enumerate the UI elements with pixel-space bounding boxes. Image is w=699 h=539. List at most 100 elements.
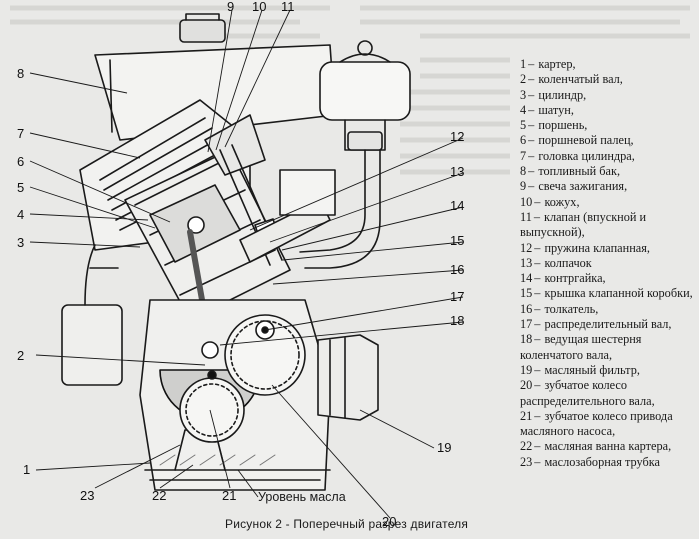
legend-item: 4–шатун,	[520, 103, 698, 118]
legend-item-text: поршневой палец,	[538, 133, 634, 148]
legend-item-number: 18	[520, 332, 533, 347]
legend-item-dash: –	[534, 332, 541, 347]
legend-item-dash: –	[534, 271, 541, 286]
legend-item: 9–свеча зажигания,	[520, 179, 698, 194]
legend-item-dash: –	[533, 209, 540, 224]
legend-item: 1–картер,	[520, 57, 698, 72]
legend-item: 20–зубчатое колесо распределительного ва…	[520, 378, 698, 409]
legend-item-text: масляный фильтр,	[544, 362, 640, 377]
legend-item-number: 4	[520, 102, 527, 117]
legend-item-text: клапан (впускной и выпускной),	[520, 209, 647, 240]
legend-item-text: контргайка,	[544, 271, 606, 286]
legend-item: 23–маслозаборная трубка	[520, 455, 698, 470]
legend-item: 17–распределительный вал,	[520, 317, 698, 332]
legend-item-number: 23	[520, 454, 533, 469]
legend-item-text: толкатель,	[544, 301, 599, 316]
legend-item: 19–масляный фильтр,	[520, 363, 698, 378]
air-filter	[319, 40, 411, 151]
legend-item: 15–крышка клапанной коробки,	[520, 286, 698, 301]
callout-12: 12	[450, 129, 465, 144]
legend-item-text: свеча зажигания,	[538, 179, 628, 194]
callout-4: 4	[17, 207, 25, 222]
callout-6: 6	[17, 154, 25, 169]
camshaft-gear	[224, 314, 306, 396]
valve-train	[204, 114, 336, 266]
legend-item-dash: –	[528, 57, 535, 71]
legend-item-dash: –	[528, 179, 535, 194]
legend-item-number: 16	[520, 301, 533, 316]
legend-item-number: 14	[520, 271, 533, 286]
legend-item-text: колпачок	[544, 255, 592, 270]
legend-item-number: 15	[520, 286, 533, 301]
legend-item: 21–зубчатое колесо привода масляного нас…	[520, 409, 698, 440]
legend-item-number: 20	[520, 378, 533, 393]
legend-item-dash: –	[534, 255, 541, 270]
legend-item-dash: –	[528, 87, 535, 102]
legend-item-number: 10	[520, 194, 533, 209]
legend-item-number: 6	[520, 133, 527, 148]
intake-pipe	[299, 149, 366, 253]
callout-23: 23	[80, 488, 95, 503]
legend-item: 22–масляная ванна картера,	[520, 439, 698, 454]
legend-item: 10–кожух,	[520, 195, 698, 210]
legend-item-dash: –	[528, 164, 535, 179]
legend-item-text: зубчатое колесо привода масляного насоса…	[520, 408, 673, 439]
legend-item: 7–головка цилиндра,	[520, 149, 698, 164]
callout-1: 1	[23, 462, 31, 477]
legend-item-dash: –	[528, 148, 535, 163]
callout-13: 13	[450, 164, 465, 179]
callout-7: 7	[17, 126, 25, 141]
side-housing	[61, 244, 123, 386]
callout-15: 15	[450, 233, 465, 248]
legend-item-number: 21	[520, 408, 533, 423]
legend-item-dash: –	[534, 301, 541, 316]
legend-item-dash: –	[528, 118, 535, 133]
legend-item: 5–поршень,	[520, 118, 698, 133]
legend-item-text: топливный бак,	[538, 164, 621, 179]
legend-item: 12–пружина клапанная,	[520, 241, 698, 256]
callout-22: 22	[152, 488, 167, 503]
callout-11: 11	[281, 0, 295, 14]
legend-item: 3–цилиндр,	[520, 88, 698, 103]
legend-item-text: ведущая шестерня коленчатого вала,	[520, 332, 642, 362]
legend-item-text: кожух,	[544, 194, 580, 209]
legend-item-dash: –	[528, 102, 535, 117]
legend-item-text: шатун,	[538, 102, 574, 117]
oil-level-label: Уровень масла	[258, 490, 346, 504]
legend-item-dash: –	[534, 378, 541, 393]
legend-item: 6–поршневой палец,	[520, 133, 698, 148]
legend-item-number: 8	[520, 164, 527, 179]
oil-filter-housing	[317, 334, 379, 421]
legend-item-text: зубчатое колесо распределительного вала,	[520, 378, 655, 408]
legend-item: 18–ведущая шестерня коленчатого вала,	[520, 332, 698, 363]
legend-item: 2–коленчатый вал,	[520, 72, 698, 87]
callout-3: 3	[17, 235, 25, 250]
callout-20: 20	[382, 514, 397, 529]
legend-item-text: головка цилиндра,	[538, 148, 635, 163]
legend-item-number: 3	[520, 87, 527, 102]
legend-item-dash: –	[534, 317, 541, 332]
legend-item-text: коленчатый вал,	[538, 72, 623, 87]
legend-item-text: крышка клапанной коробки,	[544, 286, 693, 301]
callout-leader-lines	[29, 9, 464, 519]
oil-pump-gear	[179, 370, 245, 443]
callout-16: 16	[450, 262, 465, 277]
legend-item-dash: –	[534, 408, 541, 423]
callout-18: 18	[450, 313, 465, 328]
legend-item-dash: –	[528, 133, 535, 148]
legend-item-text: распределительный вал,	[544, 317, 672, 332]
callout-19: 19	[437, 440, 452, 455]
legend-item-text: маслозаборная трубка	[544, 454, 660, 469]
legend-list: 1–картер,2–коленчатый вал,3–цилиндр,4–ша…	[520, 57, 698, 470]
legend-item-number: 19	[520, 362, 533, 377]
legend-item-text: поршень,	[538, 118, 588, 133]
callout-9: 9	[227, 0, 235, 14]
callout-14: 14	[450, 198, 465, 213]
legend-item-number: 1	[520, 57, 527, 71]
legend-item-number: 2	[520, 72, 527, 87]
callout-8: 8	[17, 66, 25, 81]
legend-item: 16–толкатель,	[520, 302, 698, 317]
legend-item-number: 7	[520, 148, 527, 163]
